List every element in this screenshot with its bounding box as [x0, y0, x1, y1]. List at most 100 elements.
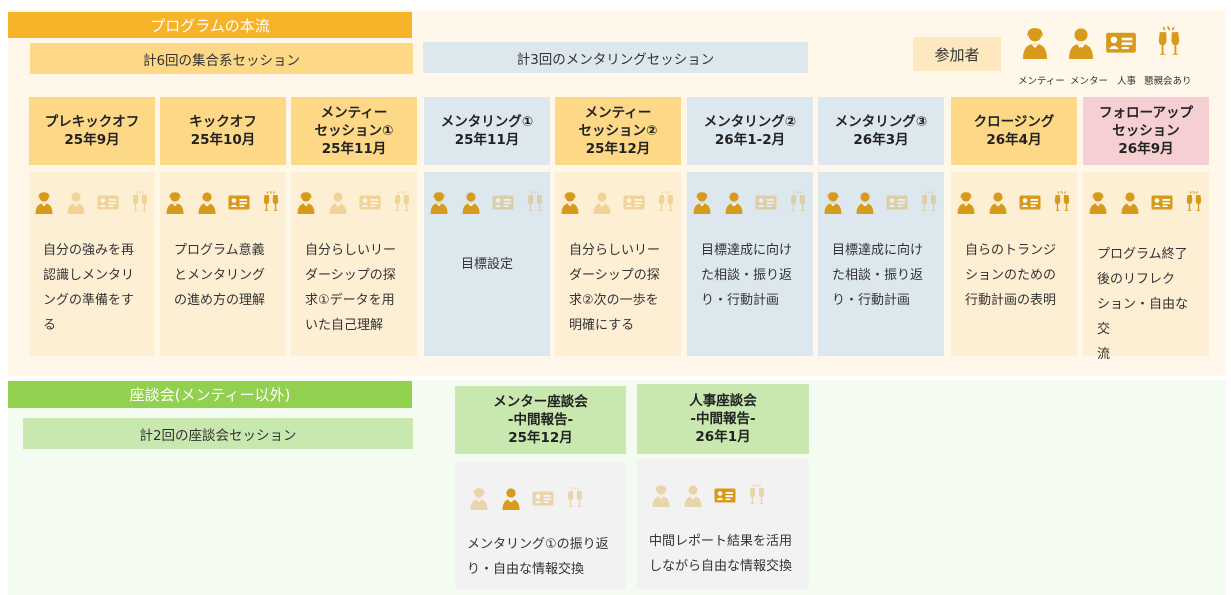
social-gathering-icon — [654, 190, 678, 214]
mentee-icon — [467, 486, 491, 510]
mentee-icon — [821, 190, 845, 214]
roundtable-session-title: メンター座談会 -中間報告- 25年12月 — [455, 386, 626, 454]
mentor-icon — [499, 486, 523, 510]
mentor-icon — [722, 190, 746, 214]
mentor-icon — [195, 190, 219, 214]
mentee-icon — [690, 190, 714, 214]
social-gathering-icon — [259, 190, 283, 214]
participant-icons — [424, 190, 550, 214]
mentee-icon — [954, 190, 978, 214]
roundtable-session-description: 中間レポート結果を活用 しながら自由な情報交換 — [649, 534, 793, 574]
session-description: 目標達成に向け た相談・振り返 り・行動計画 — [832, 243, 924, 308]
hr-icon — [622, 190, 646, 214]
social-gathering-icon — [1050, 190, 1074, 214]
legend-label-social: 懇親会あり — [1144, 76, 1192, 87]
participant-icons — [1083, 190, 1209, 214]
session-card: 自分の強みを再 認識しメンタリ ングの準備をす る — [29, 172, 155, 356]
hr-icon — [1018, 190, 1042, 214]
roundtable-session-card: 中間レポート結果を活用 しながら自由な情報交換 — [637, 459, 809, 589]
session-card: 目標設定 — [424, 172, 550, 356]
main-program-title: プログラムの本流 — [8, 12, 412, 38]
mentee-icon — [427, 190, 451, 214]
session-description: 目標達成に向け た相談・振り返 り・行動計画 — [701, 243, 793, 308]
hr-icon — [531, 486, 555, 510]
roundtable-title: 座談会(メンティー以外) — [8, 381, 412, 408]
roundtable-session-card: メンタリング①の振り返 り・自由な情報交換 — [455, 462, 626, 589]
mentee-icon — [163, 190, 187, 214]
legend-mentee-icon — [1018, 24, 1052, 60]
participant-icons — [687, 190, 813, 214]
mentoring-session-label: 計3回のメンタリングセッション — [423, 42, 808, 73]
mentor-icon — [853, 190, 877, 214]
legend-labels: メンティー メンター 人事 懇親会あり — [1018, 73, 1213, 87]
session-title: キックオフ 25年10月 — [160, 97, 286, 165]
roundtable-session-description: メンタリング①の振り返 り・自由な情報交換 — [467, 537, 609, 577]
social-gathering-icon — [1182, 190, 1206, 214]
session-description: プログラム意義 とメンタリング の進め方の理解 — [174, 243, 266, 308]
mentor-icon — [326, 190, 350, 214]
hr-icon — [358, 190, 382, 214]
hr-icon — [227, 190, 251, 214]
mentor-icon — [590, 190, 614, 214]
session-description: 自分らしいリー ダーシップの探 求②次の一歩を 明確にする — [569, 243, 661, 333]
mentee-icon — [1086, 190, 1110, 214]
session-card: 目標達成に向け た相談・振り返 り・行動計画 — [687, 172, 813, 356]
session-description: 目標設定 — [460, 257, 513, 272]
roundtable-session-title: 人事座談会 -中間報告- 26年1月 — [637, 384, 809, 454]
roundtable-subtitle: 計2回の座談会セッション — [23, 418, 413, 449]
hr-icon — [1150, 190, 1174, 214]
social-gathering-icon — [917, 190, 941, 214]
hr-icon — [885, 190, 909, 214]
legend-label-mentee: メンティー — [1018, 76, 1065, 87]
session-card: 自分らしいリー ダーシップの探 求①データを用 いた自己理解 — [291, 172, 417, 356]
participant-icons — [291, 190, 417, 214]
participant-icons — [29, 190, 155, 214]
social-gathering-icon — [128, 190, 152, 214]
social-gathering-icon — [523, 190, 547, 214]
session-description: プログラム終了 後のリフレク ション・自由な交 流 — [1097, 247, 1189, 362]
hr-icon — [713, 483, 737, 507]
mentee-icon — [558, 190, 582, 214]
participant-icons — [637, 483, 809, 507]
session-title: メンタリング③ 26年3月 — [818, 97, 944, 165]
mentor-icon — [459, 190, 483, 214]
session-description: 自らのトランジ ションのための 行動計画の表明 — [965, 243, 1057, 308]
legend-icons — [1018, 24, 1186, 64]
session-title: クロージング 26年4月 — [951, 97, 1077, 165]
mentee-icon — [294, 190, 318, 214]
hr-icon — [96, 190, 120, 214]
session-card: プログラム終了 後のリフレク ション・自由な交 流 — [1083, 172, 1209, 362]
legend-label-hr: 人事 — [1117, 76, 1137, 87]
session-title: メンティー セッション① 25年11月 — [291, 97, 417, 165]
social-gathering-icon — [563, 486, 587, 510]
mentee-icon — [649, 483, 673, 507]
session-card: 自分らしいリー ダーシップの探 求②次の一歩を 明確にする — [555, 172, 681, 356]
session-title: メンタリング① 25年11月 — [424, 97, 550, 165]
mentor-icon — [681, 483, 705, 507]
participant-icons — [555, 190, 681, 214]
session-title: メンティー セッション② 25年12月 — [555, 97, 681, 165]
mentor-icon — [1118, 190, 1142, 214]
session-description: 自分らしいリー ダーシップの探 求①データを用 いた自己理解 — [305, 243, 397, 333]
participant-icons — [160, 190, 286, 214]
session-card: 自らのトランジ ションのための 行動計画の表明 — [951, 172, 1077, 356]
hr-icon — [491, 190, 515, 214]
legend-social-gathering-icon — [1152, 24, 1186, 60]
session-title: メンタリング② 26年1-2月 — [687, 97, 813, 165]
session-title: フォローアップ セッション 26年9月 — [1083, 97, 1209, 165]
social-gathering-icon — [745, 483, 769, 507]
participant-icons — [455, 486, 626, 510]
participant-icons — [818, 190, 944, 214]
legend-title: 参加者 — [913, 37, 1001, 71]
mentor-icon — [986, 190, 1010, 214]
session-description: 自分の強みを再 認識しメンタリ ングの準備をす る — [43, 243, 135, 333]
legend-hr-icon — [1104, 24, 1138, 60]
participant-icons — [951, 190, 1077, 214]
legend-label-mentor: メンター — [1070, 76, 1109, 87]
session-card: プログラム意義 とメンタリング の進め方の理解 — [160, 172, 286, 356]
group-session-label: 計6回の集合系セッション — [30, 43, 413, 74]
legend-mentor-icon — [1064, 24, 1098, 60]
social-gathering-icon — [786, 190, 810, 214]
session-title: プレキックオフ 25年9月 — [29, 97, 155, 165]
mentee-icon — [32, 190, 56, 214]
